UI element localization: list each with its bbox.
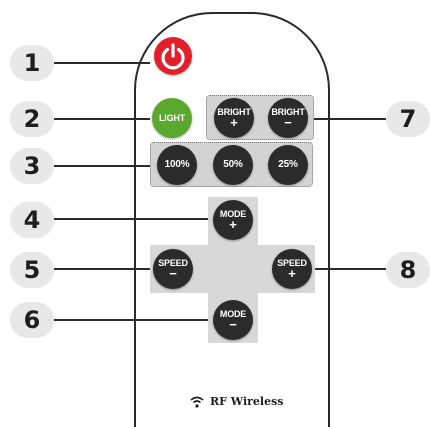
mode-label: MODE [219,309,247,319]
callout-line-1 [54,62,150,64]
brand: RF Wireless [190,395,283,408]
callout-line-7 [314,118,386,120]
bright-label: BRIGHT [217,107,251,117]
brightness-100-button[interactable]: 100% [157,145,197,185]
light-label: LIGHT [159,113,185,123]
brand-label: RF Wireless [210,395,284,408]
power-button[interactable] [154,37,192,75]
callout-8: 8 [386,252,430,288]
percent-label: 50% [223,159,243,170]
minus-icon: − [229,317,237,332]
plus-icon: + [288,266,296,281]
callout-3: 3 [10,148,54,184]
bright-up-button[interactable]: BRIGHT + [214,98,254,138]
power-icon [161,43,185,70]
callout-2: 2 [10,101,54,137]
minus-icon: − [169,266,177,281]
callout-4: 4 [10,202,54,238]
callout-5: 5 [10,252,54,288]
mode-down-button[interactable]: MODE − [213,300,253,340]
percent-label: 100% [164,159,190,170]
callout-line-8 [312,268,386,270]
speed-label: SPEED [158,258,188,268]
mode-up-button[interactable]: MODE + [213,200,253,240]
callout-line-5 [54,268,152,270]
brightness-50-button[interactable]: 50% [213,145,253,185]
speed-down-button[interactable]: SPEED − [153,249,193,289]
plus-icon: + [229,217,237,232]
percent-label: 25% [278,159,298,170]
callout-7: 7 [386,101,430,137]
callout-6: 6 [10,302,54,338]
callout-line-6 [54,319,212,321]
wireless-icon [190,396,204,408]
plus-icon: + [230,115,238,130]
light-button[interactable]: LIGHT [152,98,192,138]
callout-line-2 [54,118,150,120]
callout-line-3 [54,165,150,167]
bright-label: BRIGHT [271,107,305,117]
callout-1: 1 [10,45,54,81]
mode-label: MODE [219,209,247,219]
minus-icon: − [284,115,292,130]
speed-up-button[interactable]: SPEED + [272,249,312,289]
bright-down-button[interactable]: BRIGHT − [268,98,308,138]
speed-label: SPEED [277,258,307,268]
callout-line-4 [54,218,212,220]
brightness-25-button[interactable]: 25% [268,145,308,185]
